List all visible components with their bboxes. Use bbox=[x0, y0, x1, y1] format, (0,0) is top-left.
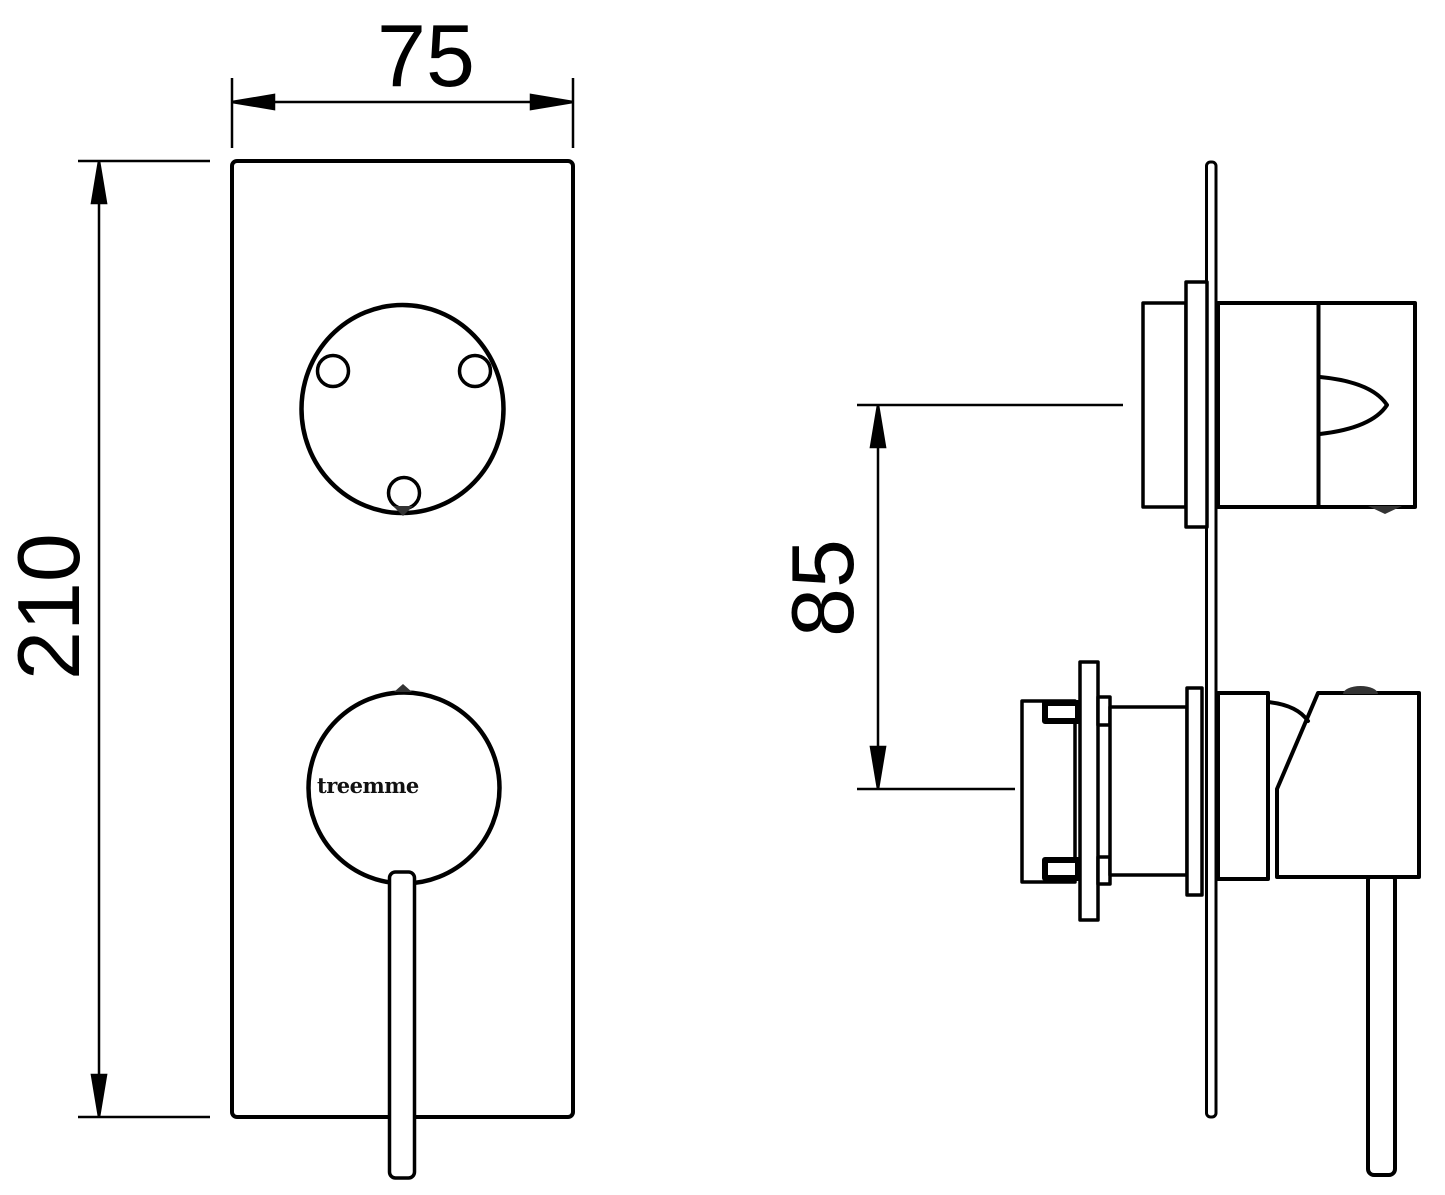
arrowhead-right bbox=[529, 93, 574, 111]
arrowhead-top bbox=[869, 404, 887, 449]
mixer-stud-top-inner bbox=[1042, 700, 1081, 724]
mixer-stud-top-outer bbox=[1096, 695, 1112, 727]
mixer-index-notch bbox=[394, 684, 412, 692]
diverter-hole-left bbox=[315, 353, 351, 389]
mixer-escutcheon-edge bbox=[1185, 686, 1204, 897]
mixer-cartridge-sleeve bbox=[1108, 705, 1189, 877]
mixer-bracket-plate bbox=[1078, 660, 1100, 922]
side-view bbox=[1020, 160, 1421, 1177]
mixer-lever-front bbox=[387, 870, 417, 1180]
arrowhead-bottom bbox=[90, 1073, 108, 1118]
mixer-handle-hub bbox=[1216, 691, 1270, 881]
arrowhead-top bbox=[90, 160, 108, 205]
treemme-logo: treemme bbox=[317, 773, 419, 798]
diverter-dome-profile bbox=[1318, 375, 1389, 436]
diverter-flange bbox=[1184, 280, 1209, 529]
mixer-stud-bottom-inner bbox=[1042, 857, 1081, 881]
mixer-handle-top-bump bbox=[1343, 686, 1378, 694]
arrowhead-left bbox=[231, 93, 276, 111]
diverter-index-notch bbox=[393, 506, 413, 516]
dimension-centers-85 bbox=[857, 403, 1123, 791]
dimension-width-75 bbox=[230, 78, 575, 148]
diverter-knob-circle bbox=[299, 302, 506, 516]
width-dimension-label: 75 bbox=[377, 6, 475, 105]
diverter-side-notch bbox=[1368, 506, 1402, 514]
height-dimension-label: 210 bbox=[0, 533, 98, 680]
mixer-roughin-body bbox=[1020, 699, 1077, 884]
depth-centers-dimension-label: 85 bbox=[773, 539, 872, 637]
front-view bbox=[230, 159, 575, 1180]
mixer-handle-body bbox=[1275, 691, 1421, 879]
dimension-height-210 bbox=[78, 159, 210, 1119]
side-plate-edge bbox=[1205, 160, 1218, 1119]
diverter-roughin-body bbox=[1141, 301, 1188, 509]
mixer-lever-side bbox=[1366, 872, 1397, 1177]
mixer-stud-bottom-outer bbox=[1096, 855, 1112, 886]
diverter-hole-right bbox=[457, 353, 493, 389]
arrowhead-bottom bbox=[869, 745, 887, 790]
mixer-handle-neck-arc bbox=[1266, 700, 1310, 723]
